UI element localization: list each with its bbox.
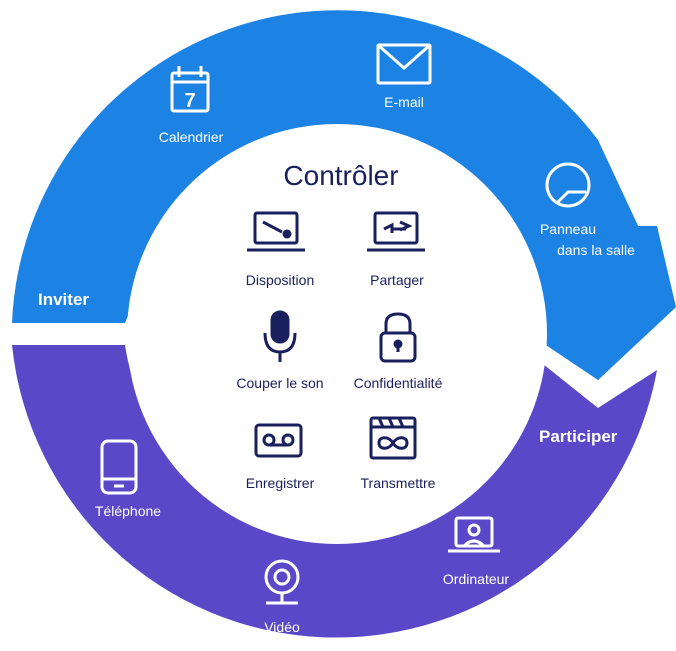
calendar-badge: 7 [184, 90, 195, 112]
calendar-icon [170, 66, 210, 113]
share-laptop-icon [367, 211, 425, 252]
arrow-head [516, 226, 676, 380]
mute-label: Couper le son [236, 375, 323, 391]
envelope-icon [376, 43, 432, 85]
ring [0, 10, 676, 638]
privacy-item: Confidentialité [354, 312, 443, 391]
lock-icon [379, 312, 417, 363]
email-item: E-mail [376, 43, 432, 110]
calendar-label: Calendrier [159, 129, 224, 145]
room-panel-item: Panneau dans la salle [540, 162, 635, 258]
record-item: Enregistrer [246, 423, 315, 491]
phone-item: Téléphone [95, 439, 161, 519]
computer-item: Ordinateur [443, 516, 509, 587]
record-label: Enregistrer [246, 475, 315, 491]
center-circle [127, 124, 547, 544]
room-panel-label-1: Panneau [540, 221, 596, 237]
microphone-icon [263, 310, 297, 362]
record-icon [254, 423, 303, 458]
join-title: Participer [539, 427, 618, 446]
share-label: Partager [370, 272, 424, 288]
calendar-item: 7 Calendrier [159, 66, 224, 145]
email-label: E-mail [384, 94, 424, 110]
room-panel-label-2: dans la salle [557, 242, 635, 258]
phone-icon [100, 439, 138, 495]
join-segment [12, 345, 657, 638]
layout-laptop-icon [247, 211, 305, 252]
layout-item: Disposition [246, 211, 314, 288]
control-title: Contrôler [283, 160, 398, 191]
privacy-label: Confidentialité [354, 375, 443, 391]
phone-label: Téléphone [95, 503, 161, 519]
computer-label: Ordinateur [443, 571, 509, 587]
invite-title: Inviter [38, 290, 89, 309]
webcam-item: Vidéo [264, 559, 300, 635]
webcam-icon [264, 559, 300, 605]
stream-label: Transmettre [361, 475, 436, 491]
computer-icon [448, 516, 500, 553]
stream-icon [369, 416, 417, 460]
mute-item: Couper le son [236, 310, 324, 391]
layout-label: Disposition [246, 272, 314, 288]
segment-gap [0, 323, 128, 345]
stream-item: Transmettre [361, 416, 436, 491]
room-panel-icon [545, 162, 591, 208]
webcam-label: Vidéo [264, 619, 300, 635]
share-item: Partager [367, 211, 425, 288]
